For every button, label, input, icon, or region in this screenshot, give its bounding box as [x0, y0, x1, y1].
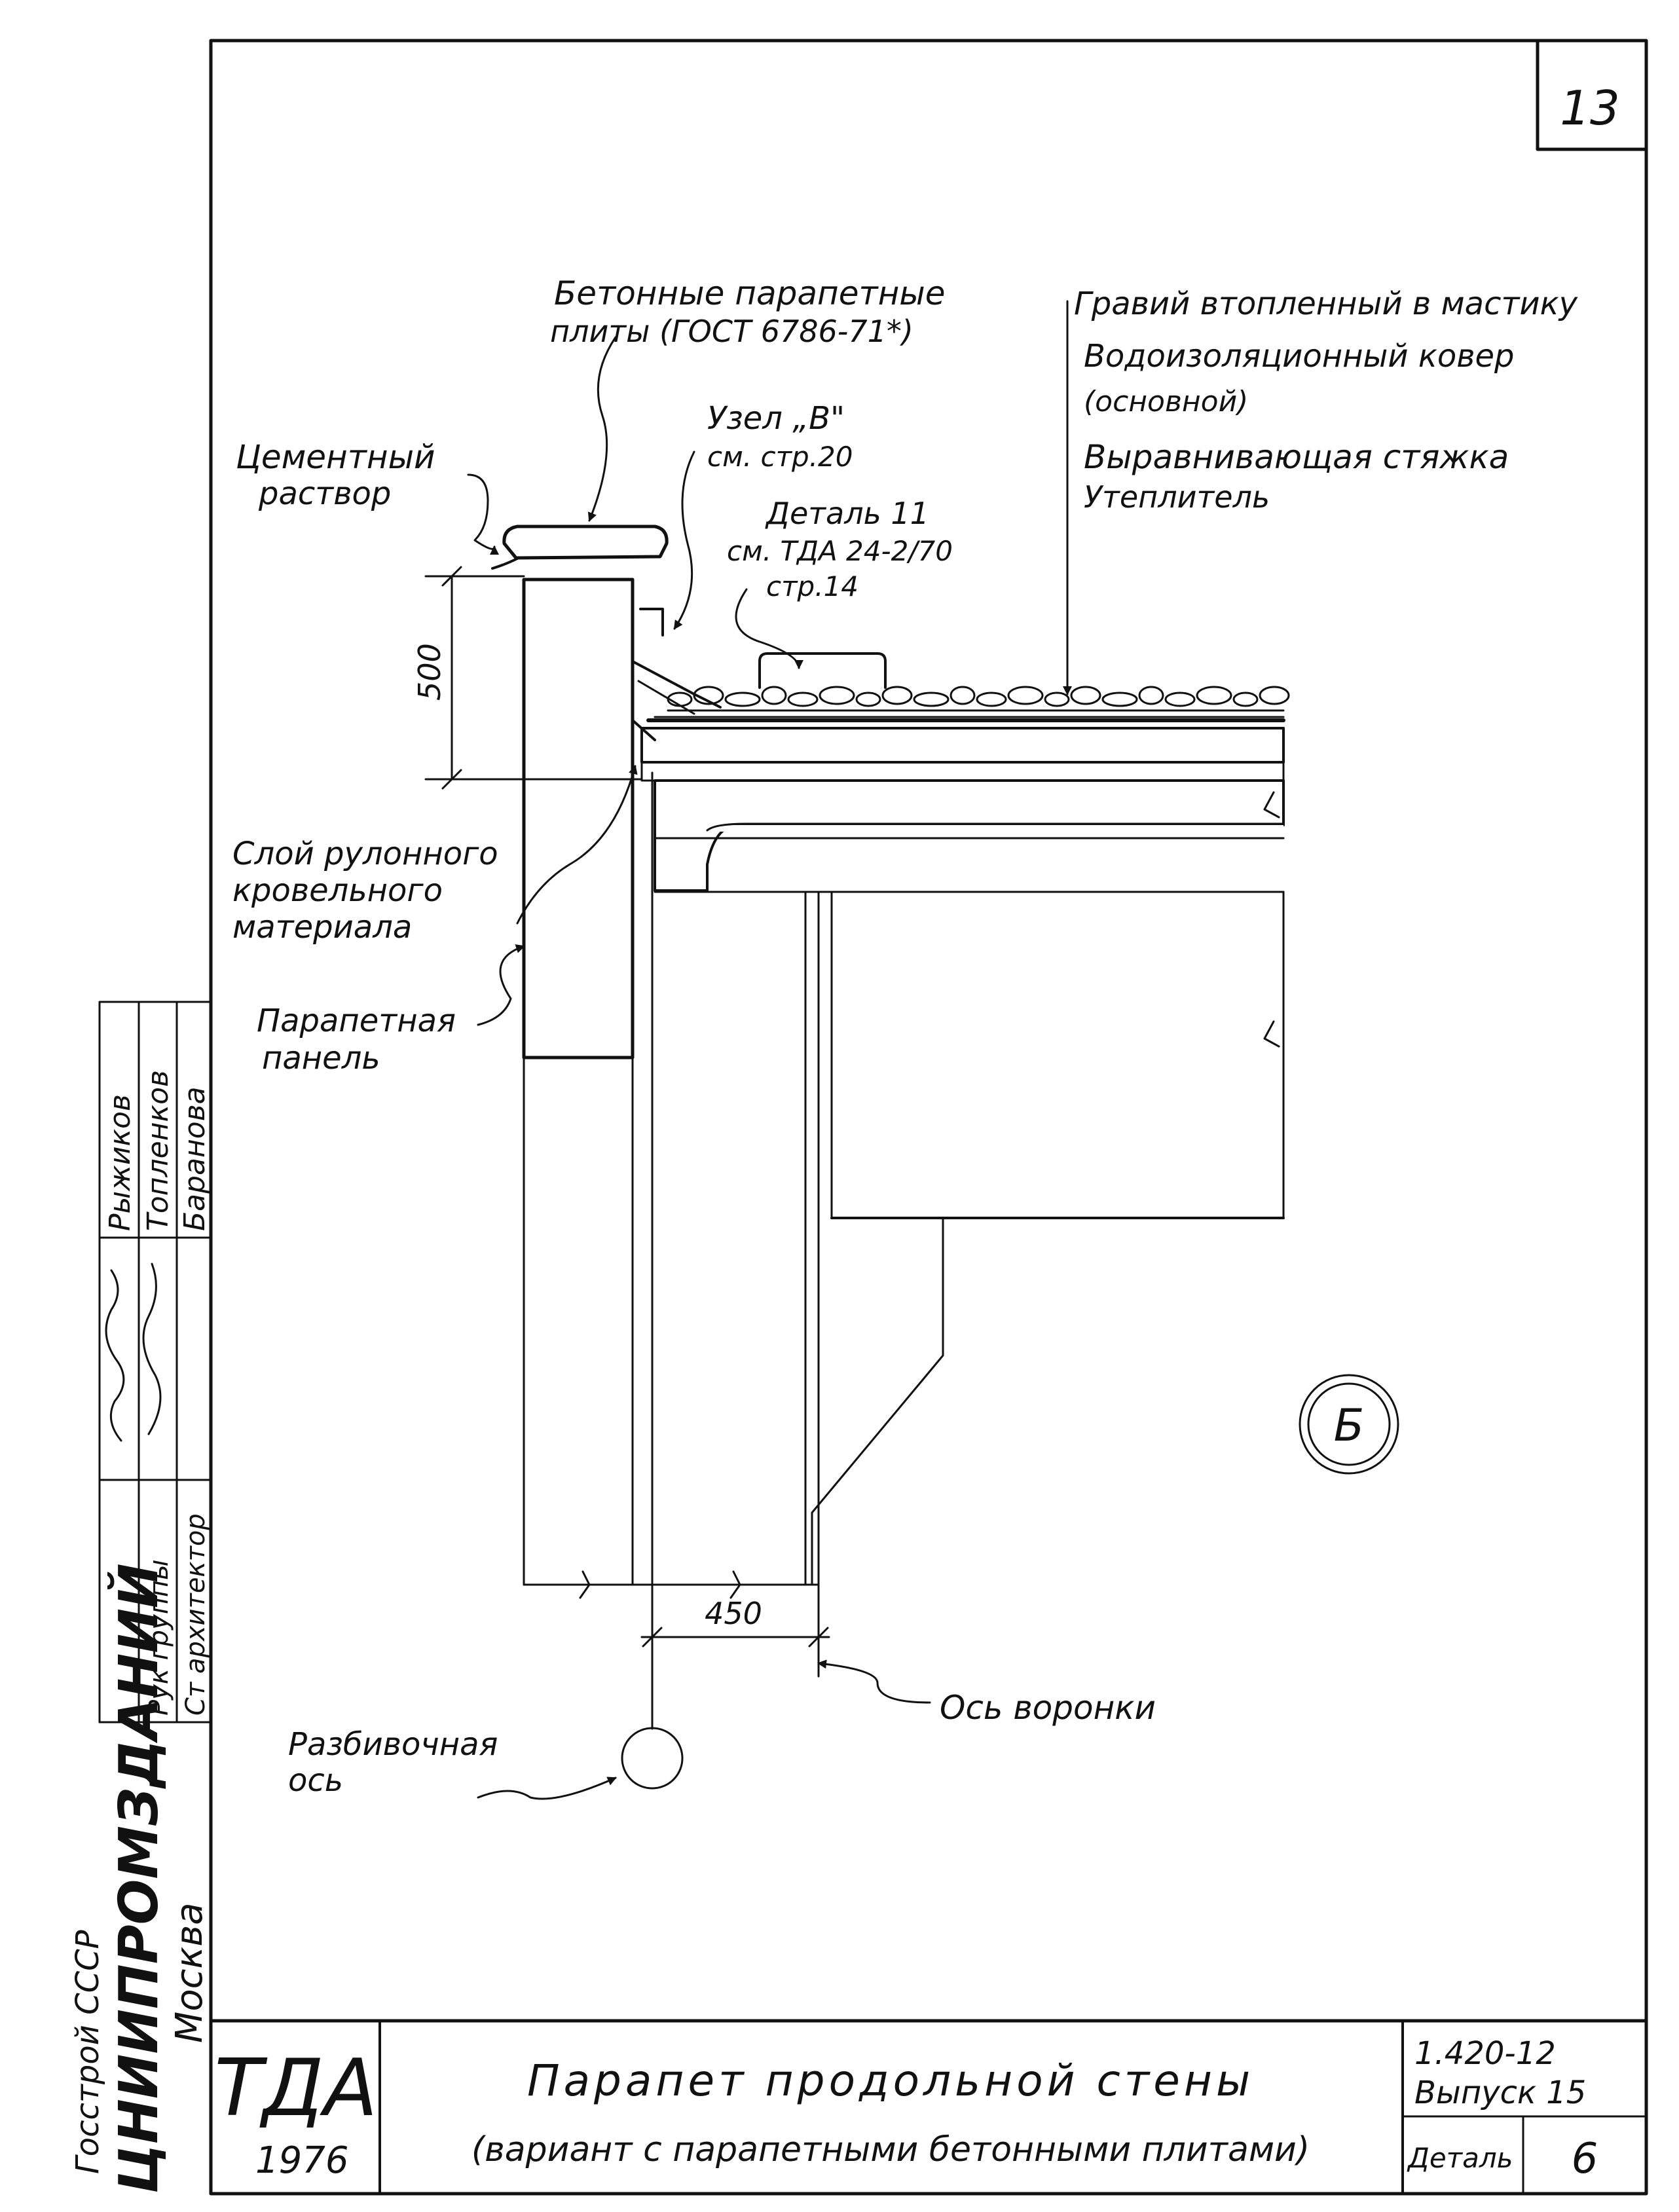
layout-axis-circle — [621, 1727, 684, 1790]
gravel-pebble — [1232, 691, 1259, 707]
title-subtitle: (вариант с парапетными бетонными плитами… — [471, 2130, 1310, 2169]
dimension-500 — [424, 566, 643, 790]
gravel-pebble — [881, 686, 913, 705]
parapet-cap-plate — [491, 525, 669, 570]
sheet-number: 13 — [1560, 81, 1620, 136]
gravel-pebble — [1138, 686, 1164, 705]
axis-marker-circle — [1299, 1374, 1399, 1475]
label-panel-1: Парапетная — [257, 1003, 456, 1039]
title-main: Парапет продольной стены — [527, 2055, 1254, 2106]
gravel-pebble — [1044, 691, 1070, 707]
gravel-pebble — [913, 691, 950, 707]
stamp-name-top: Рыжиков — [103, 1094, 137, 1231]
gravel-pebble — [1007, 686, 1044, 705]
label-roll-3: материала — [232, 909, 412, 946]
gravel-pebble — [819, 686, 855, 705]
gravel-pebble — [1101, 691, 1138, 707]
label-waterproof-1: Водоизоляционный ковер — [1084, 338, 1515, 375]
gravel-pebble — [724, 691, 761, 707]
dimension-450-label: 450 — [705, 1596, 762, 1631]
stamp-role-1: Рук группы — [144, 1559, 174, 1716]
label-leveling: Выравнивающая стяжка — [1084, 438, 1509, 476]
label-concrete-plates-2: плиты (ГОСТ 6786-71*) — [550, 314, 913, 349]
dimension-500-label: 500 — [412, 643, 447, 701]
label-panel-2: панель — [262, 1040, 380, 1077]
label-funnel-axis: Ось воронки — [940, 1689, 1156, 1727]
title-detail-label: Деталь — [1407, 2142, 1513, 2174]
dimension-450 — [640, 1583, 830, 1730]
gravel-pebble — [1070, 686, 1101, 705]
title-issue: Выпуск 15 — [1414, 2074, 1586, 2111]
label-roll-1: Слой рулонного — [232, 836, 498, 872]
label-cement-1: Цементный — [236, 438, 435, 476]
parapet-panel — [522, 578, 820, 1599]
label-concrete-plates-1: Бетонные парапетные — [554, 274, 946, 312]
stamp-city: Москва — [168, 1902, 211, 2043]
gravel-pebble — [950, 686, 976, 705]
label-detail-3: стр.14 — [766, 570, 858, 602]
title-year: 1976 — [255, 2139, 349, 2182]
gravel-pebble — [855, 691, 881, 707]
title-block — [209, 2019, 1648, 2195]
gravel-pebble — [787, 691, 819, 707]
gravel-pebble — [1196, 686, 1232, 705]
gravel-pebble — [761, 686, 787, 705]
label-detail-2: см. ТДА 24-2/70 — [727, 535, 953, 567]
label-cement-2: раствор — [258, 475, 391, 512]
label-roll-2: кровельного — [232, 872, 443, 909]
gravel-pebble — [693, 686, 724, 705]
gravel-pebble — [1164, 691, 1196, 707]
label-node-2: см. стр.20 — [707, 441, 853, 473]
label-layout-axis-2: ось — [288, 1762, 343, 1799]
stamp-column — [98, 1001, 212, 1724]
label-gravel: Гравий втопленный в мастику — [1074, 286, 1578, 322]
stamp-ministry: Госстрой СССР — [69, 1930, 106, 2174]
stamp-role-2: Ст архитектор — [181, 1513, 211, 1716]
stamp-name-1: Топленков — [141, 1070, 175, 1231]
leader-lines — [467, 300, 1072, 1800]
label-layout-axis-1: Разбивочная — [288, 1726, 498, 1763]
roof-build-up — [631, 608, 1285, 1586]
axis-marker-label: Б — [1334, 1400, 1365, 1452]
title-detail-number: 6 — [1572, 2135, 1598, 2183]
label-node-1: Узел „В" — [707, 400, 845, 437]
label-insulation: Утеплитель — [1084, 479, 1270, 515]
title-series: 1.420-12 — [1414, 2035, 1556, 2072]
label-detail-1: Деталь 11 — [765, 496, 929, 531]
stamp-name-2: Баранова — [178, 1086, 212, 1231]
gravel-pebble — [1259, 686, 1290, 705]
gravel-layer — [667, 686, 1290, 707]
title-org-code: ТДА — [214, 2043, 377, 2134]
label-waterproof-2: (основной) — [1084, 385, 1248, 418]
gravel-pebble — [667, 691, 693, 707]
gravel-pebble — [976, 691, 1007, 707]
stamp-org-name: ЦНИИПРОМЗДАНИЙ — [107, 1563, 170, 2194]
